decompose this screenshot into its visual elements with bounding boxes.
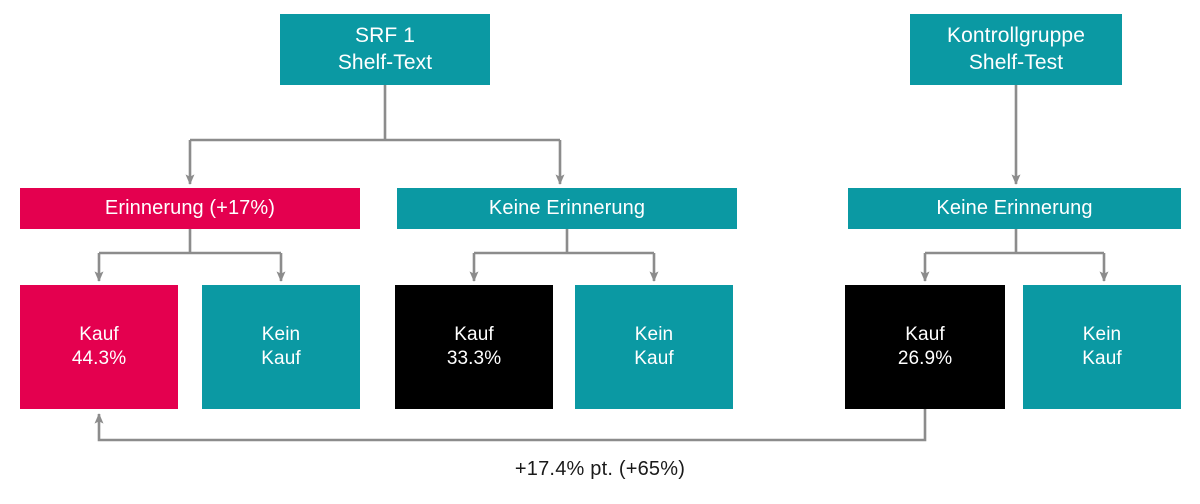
node-leaf-erinnerung-kauf[interactable]: Kauf 44.3% (20, 285, 178, 409)
node-leaf-keine-erinnerung-srf1-kein-kauf-line1: Kein (634, 323, 674, 345)
node-branch-erinnerung[interactable]: Erinnerung (+17%) (20, 188, 360, 229)
node-leaf-keine-erinnerung-kontroll-kauf-value: 26.9% (897, 348, 953, 369)
node-root-kontrollgruppe-line1: Kontrollgruppe (947, 23, 1085, 47)
node-leaf-keine-erinnerung-srf1-kein-kauf[interactable]: Kein Kauf (575, 285, 733, 409)
node-leaf-keine-erinnerung-srf1-kauf-line1: Kauf (454, 323, 494, 345)
node-leaf-keine-erinnerung-kontroll-kein-kauf-line2: Kauf (1082, 348, 1122, 369)
node-leaf-keine-erinnerung-kontroll-kauf[interactable]: Kauf 26.9% (845, 285, 1005, 409)
node-branch-keine-erinnerung-kontroll-label: Keine Erinnerung (936, 196, 1093, 219)
node-branch-keine-erinnerung-srf1-label: Keine Erinnerung (488, 196, 646, 219)
node-leaf-keine-erinnerung-srf1-kauf-value: 33.3% (446, 348, 502, 369)
node-leaf-erinnerung-kauf-line1: Kauf (79, 323, 119, 345)
node-leaf-keine-erinnerung-srf1-kauf[interactable]: Kauf 33.3% (395, 285, 553, 409)
node-root-srf1-line2: Shelf-Text (337, 50, 433, 74)
lift-caption: +17.4% pt. (+65%) (514, 458, 686, 480)
node-leaf-erinnerung-kein-kauf-line1: Kein (261, 323, 301, 345)
node-leaf-erinnerung-kauf-value: 44.3% (71, 348, 127, 369)
node-root-kontrollgruppe-line2: Shelf-Test (968, 50, 1064, 74)
node-leaf-erinnerung-kein-kauf-line2: Kauf (261, 348, 301, 369)
node-root-srf1[interactable]: SRF 1 Shelf-Text (280, 14, 490, 85)
node-branch-keine-erinnerung-srf1[interactable]: Keine Erinnerung (397, 188, 737, 229)
node-branch-erinnerung-label: Erinnerung (+17%) (104, 196, 276, 219)
node-leaf-keine-erinnerung-kontroll-kauf-line1: Kauf (905, 323, 945, 345)
node-leaf-erinnerung-kein-kauf[interactable]: Kein Kauf (202, 285, 360, 409)
node-leaf-keine-erinnerung-kontroll-kein-kauf[interactable]: Kein Kauf (1023, 285, 1181, 409)
node-root-kontrollgruppe[interactable]: Kontrollgruppe Shelf-Test (910, 14, 1122, 85)
node-leaf-keine-erinnerung-kontroll-kein-kauf-line1: Kein (1082, 323, 1122, 345)
node-leaf-keine-erinnerung-srf1-kein-kauf-line2: Kauf (634, 348, 674, 369)
node-root-srf1-line1: SRF 1 (354, 23, 415, 47)
node-branch-keine-erinnerung-kontroll[interactable]: Keine Erinnerung (848, 188, 1181, 229)
connector-lift-comparison (94, 409, 927, 442)
